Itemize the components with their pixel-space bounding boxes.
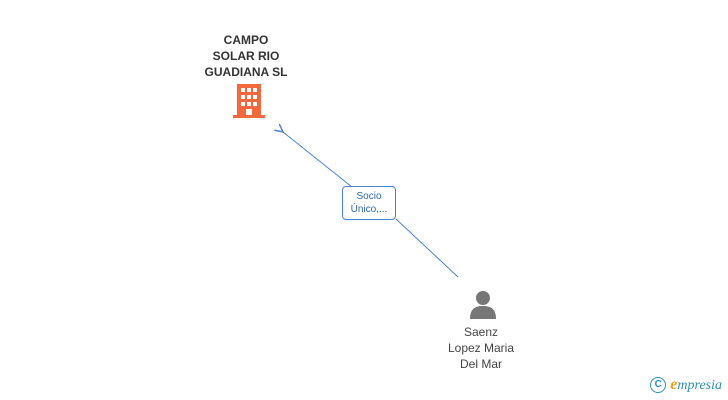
brand-rest: mpresia xyxy=(677,378,722,393)
edge-segment-upper xyxy=(283,132,353,188)
edge-segment-lower xyxy=(395,218,459,278)
person-icon[interactable] xyxy=(469,290,497,320)
building-icon[interactable] xyxy=(233,84,265,118)
person-name[interactable]: Saenz Lopez Maria Del Mar xyxy=(447,325,515,371)
brand-initial: e xyxy=(670,376,678,393)
relation-label[interactable]: Socio Único,... xyxy=(342,186,396,220)
company-name[interactable]: CAMPO SOLAR RIO GUADIANA SL xyxy=(204,33,288,79)
brand-logo: empresia xyxy=(670,376,722,394)
copyright-icon: C xyxy=(650,377,667,393)
empresia-watermark: C empresia xyxy=(650,376,722,394)
